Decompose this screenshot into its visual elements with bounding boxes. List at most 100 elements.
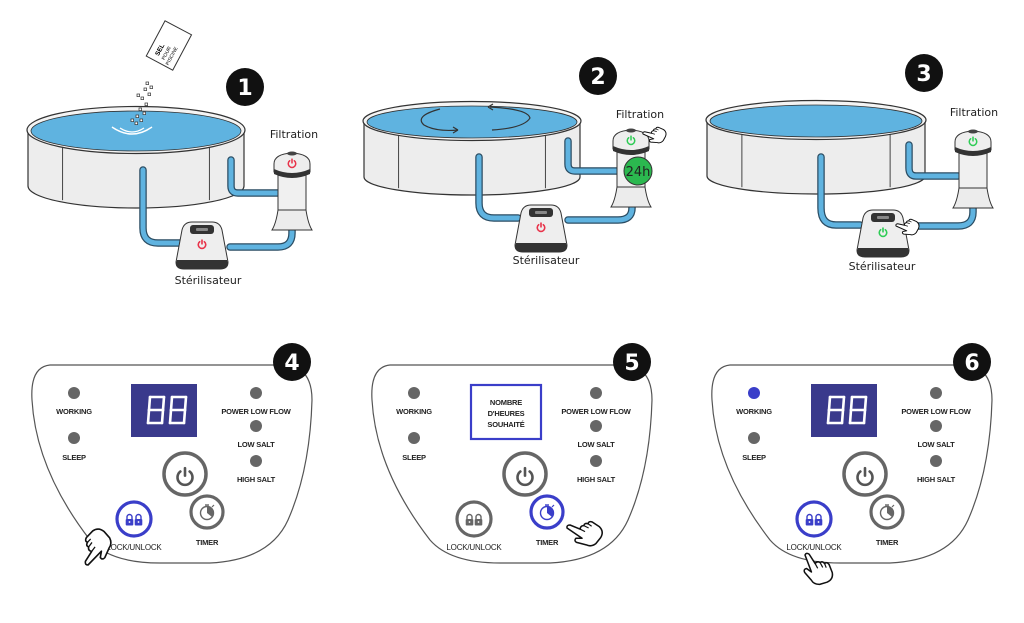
display-segment (161, 395, 166, 412)
filtration-label: Filtration (950, 106, 998, 119)
lock-unlock-label: LOCK/UNLOCK (446, 543, 502, 552)
sterilizer-unit (175, 221, 229, 270)
salt-bag-body (145, 20, 193, 71)
step-number: 5 (624, 351, 639, 376)
salt-grain (140, 96, 144, 100)
working-led[interactable] (408, 387, 420, 399)
power-icon (968, 136, 978, 147)
high-salt-label: HIGH SALT (577, 475, 616, 484)
high-salt-led[interactable] (930, 455, 942, 467)
power-low-flow-led[interactable] (930, 387, 942, 399)
power-low-flow-label: POWER LOW FLOW (561, 407, 631, 416)
step-badge: 6 (953, 343, 991, 381)
display-segment (862, 408, 867, 425)
pipe (564, 137, 622, 175)
sterilizer-base (857, 248, 909, 257)
filtration-label: Filtration (270, 128, 318, 141)
arrow-arc (420, 108, 459, 132)
display-screen (469, 383, 543, 441)
lock-keyhole (128, 521, 131, 523)
seven-segment-display (146, 395, 188, 425)
low-salt-led[interactable] (930, 420, 942, 432)
high-salt-label: HIGH SALT (237, 475, 276, 484)
sleep-label: SLEEP (742, 453, 766, 462)
hand-knuckles (651, 128, 659, 135)
display-segment (169, 395, 174, 412)
working-label: WORKING (736, 407, 772, 416)
power-low-flow-led[interactable] (590, 387, 602, 399)
lock-unlock-button[interactable] (795, 500, 833, 538)
stopwatch-button (211, 504, 215, 508)
power-icon (197, 239, 207, 250)
sleep-label: SLEEP (62, 453, 86, 462)
display-segment (827, 395, 832, 412)
hand-shape (895, 218, 920, 236)
pipe (475, 153, 522, 222)
pump-knob (287, 151, 297, 156)
lock-shackle (815, 513, 822, 519)
salt-grain (142, 111, 146, 115)
pump-cap-band (955, 147, 991, 156)
lock-keyhole (808, 521, 811, 523)
arrow-head (487, 103, 494, 111)
sterilizer-display-window (877, 216, 889, 219)
step-number: 1 (237, 76, 252, 101)
pipe-fill (227, 214, 295, 250)
sterilizer-label: Stérilisateur (175, 274, 242, 287)
ripple (119, 127, 145, 133)
stopwatch-icon (199, 504, 215, 521)
sleep-led[interactable] (408, 432, 420, 444)
pipe-fill (906, 142, 961, 179)
filtration-pump (610, 128, 652, 208)
seven-segment-display (826, 395, 868, 425)
step-badge-circle (953, 343, 991, 381)
power-low-flow-led[interactable] (250, 387, 262, 399)
power-low-flow-label: POWER LOW FLOW (221, 407, 291, 416)
sleep-label: SLEEP (402, 453, 426, 462)
display-segment (168, 408, 173, 425)
high-salt-led[interactable] (590, 455, 602, 467)
working-led[interactable] (748, 387, 760, 399)
lock-unlock-button[interactable] (455, 500, 493, 538)
filtration-pump (952, 129, 994, 209)
salt-grain (145, 81, 149, 85)
sleep-led[interactable] (68, 432, 80, 444)
step-badge: 3 (905, 54, 943, 92)
working-led[interactable] (68, 387, 80, 399)
power-icon (536, 222, 546, 233)
step-badge-circle (905, 54, 943, 92)
lock-shackle (806, 513, 813, 519)
step-4-control-panel: WORKING SLEEP POWER LOW FLOW LOW SALT HIGH S… (31, 343, 313, 566)
arrow-arc (489, 106, 531, 131)
step-badge-circle (613, 343, 651, 381)
low-salt-led[interactable] (590, 420, 602, 432)
display-text-line2: D'HEURES (488, 409, 525, 418)
sleep-led[interactable] (748, 432, 760, 444)
timer-badge-circle (623, 156, 653, 186)
pipe (227, 156, 282, 197)
low-salt-led[interactable] (250, 420, 262, 432)
timer-label: TIMER (876, 538, 899, 547)
lock-unlock-button[interactable] (115, 500, 153, 538)
display-segment (147, 395, 152, 412)
hand-knuckles (579, 523, 592, 533)
pump-cap-band (274, 169, 310, 178)
step-number: 3 (916, 62, 931, 87)
lock-keyhole (817, 521, 820, 523)
salt-grain (139, 118, 143, 122)
salt-grain (130, 118, 134, 122)
stopwatch-sector (547, 506, 554, 517)
display-segment (183, 395, 188, 412)
lock-shackle (126, 513, 133, 519)
low-salt-label: LOW SALT (237, 440, 275, 449)
power-arc (287, 160, 297, 169)
pointing-hand-icon (566, 520, 603, 547)
working-label: WORKING (56, 407, 92, 416)
display-segment (182, 408, 187, 425)
stopwatch-button (891, 504, 895, 508)
high-salt-led[interactable] (250, 455, 262, 467)
